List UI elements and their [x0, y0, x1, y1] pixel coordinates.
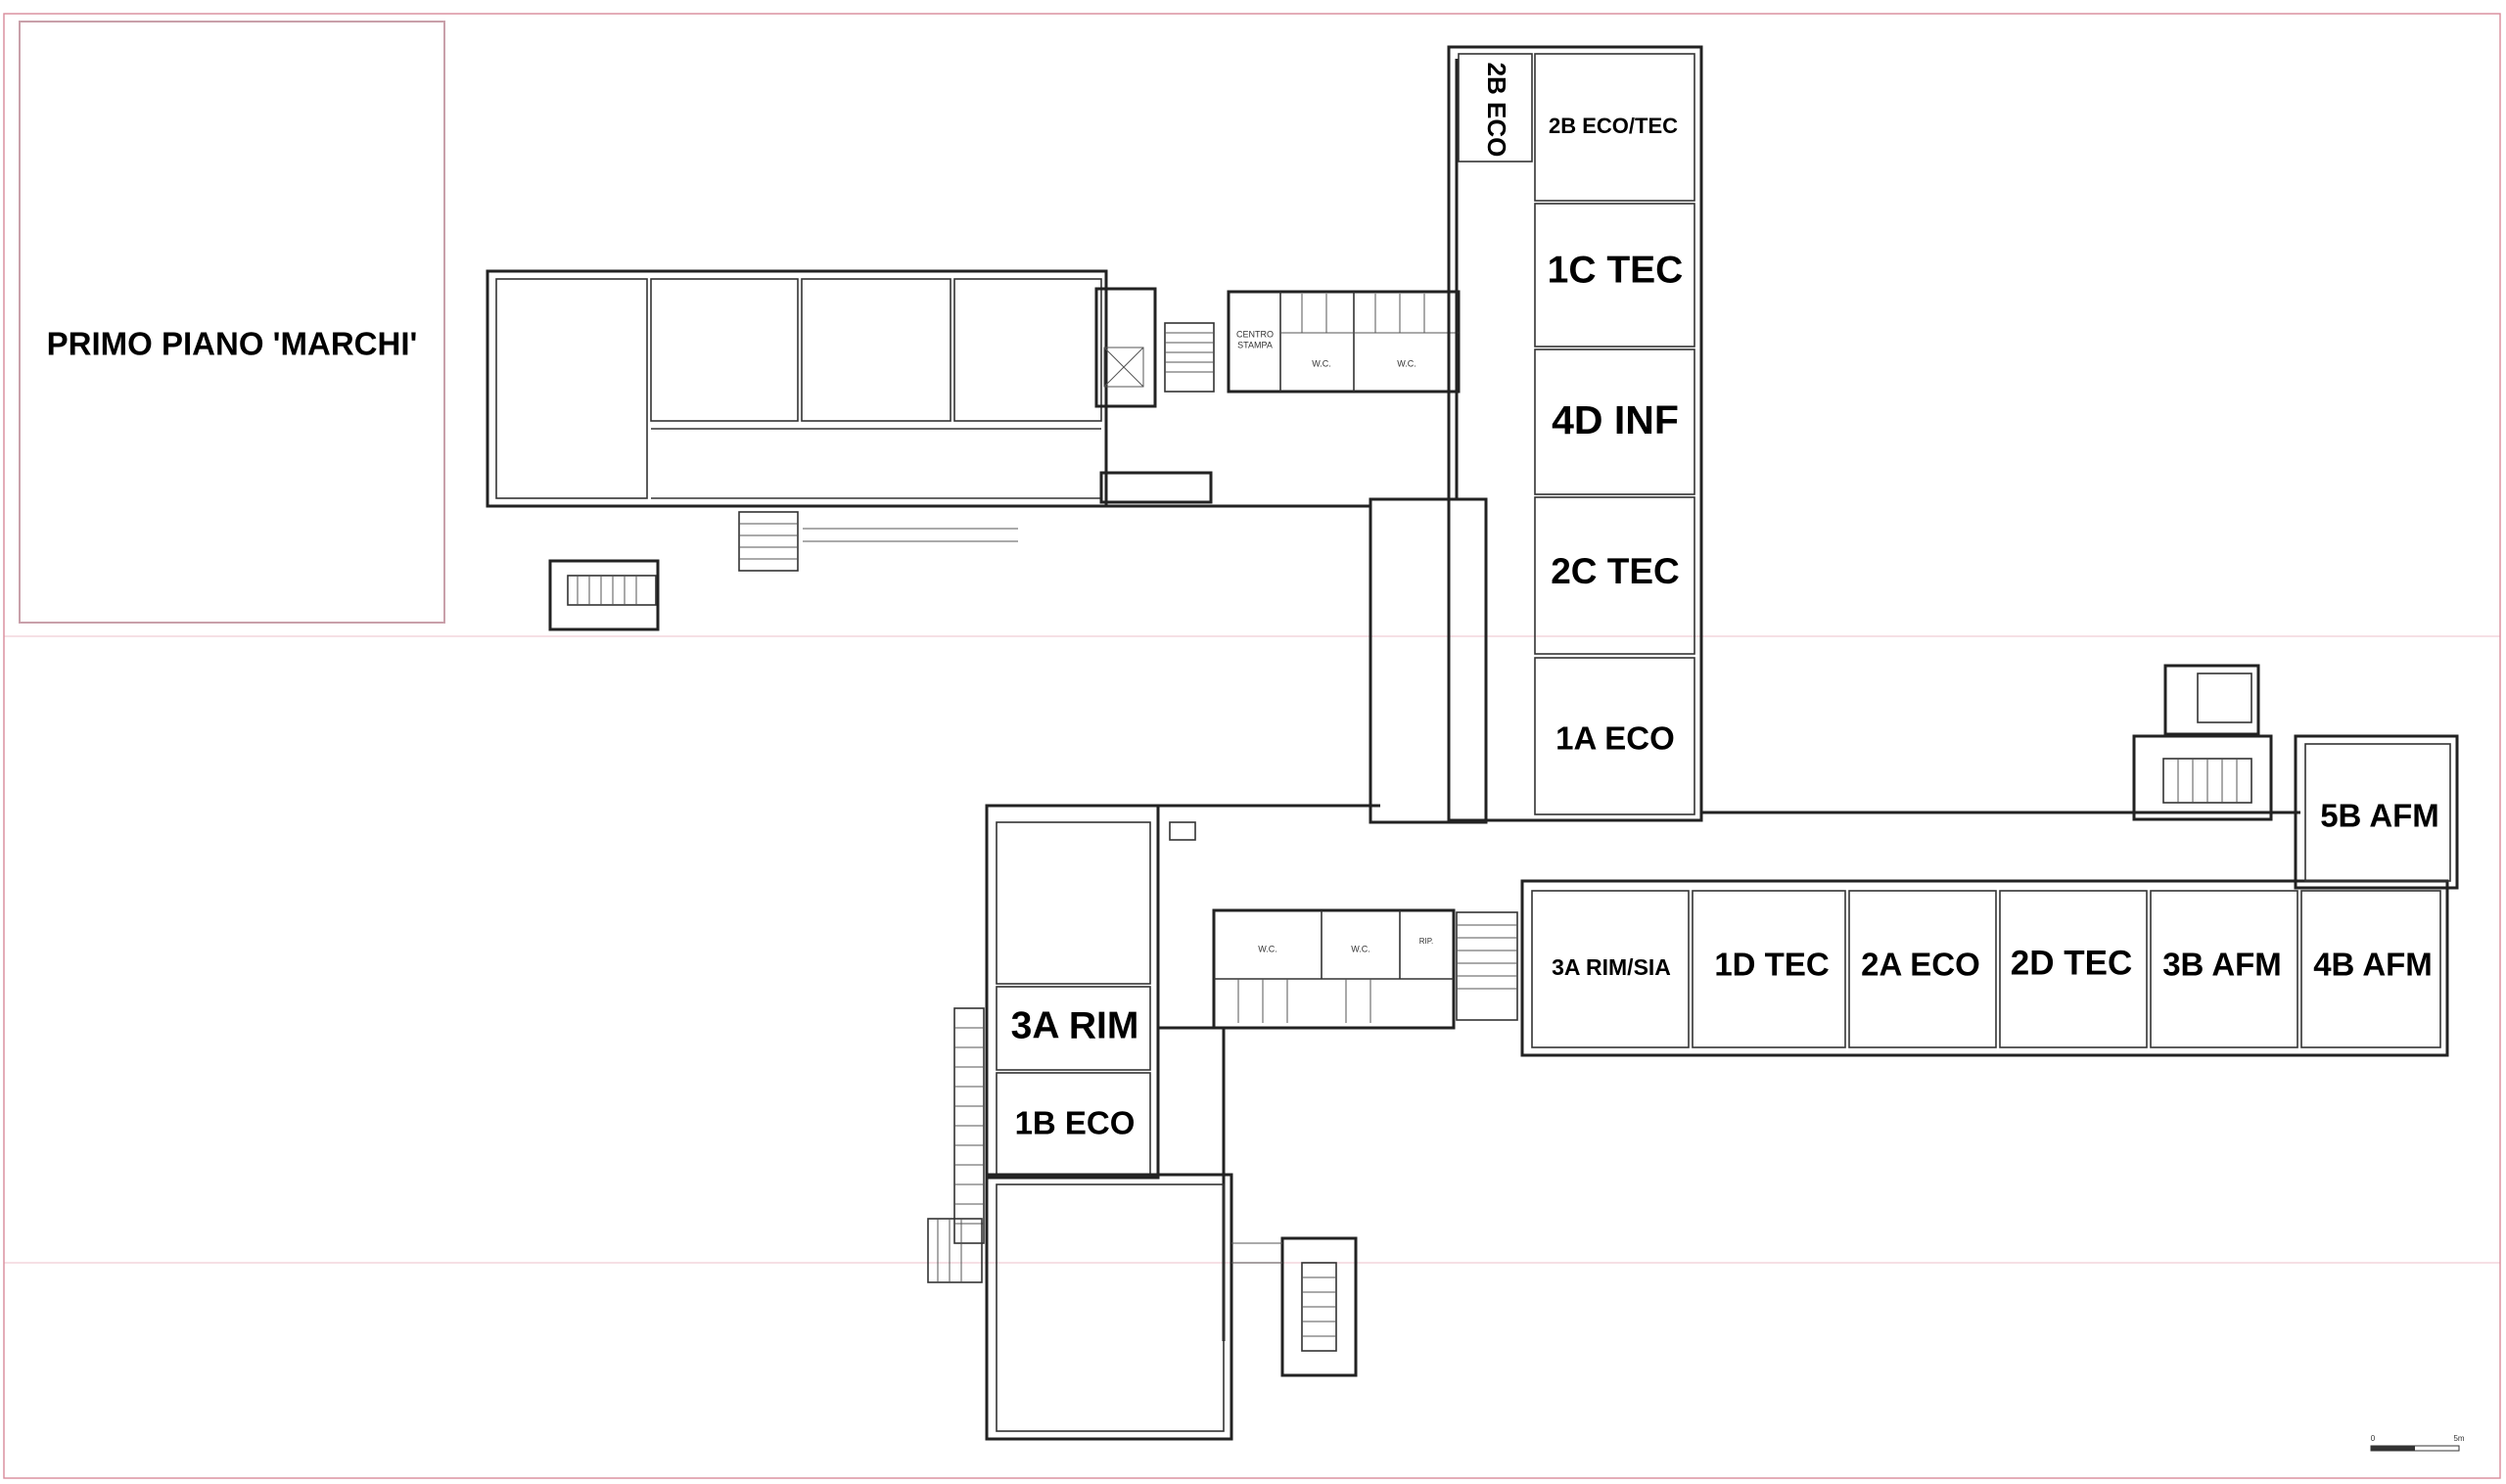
- room-label-3a-rim: 3A RIM: [1011, 1004, 1139, 1046]
- rip-label: RIP.: [1419, 937, 1434, 946]
- room-label-4d-inf: 4D INF: [1552, 397, 1679, 442]
- central-corridor: [487, 59, 1488, 841]
- room-label-3b-afm: 3B AFM: [2162, 947, 2282, 983]
- south-west-wing: [927, 804, 1358, 1441]
- room-label-5b-afm: 5B AFM: [2320, 798, 2439, 834]
- west-wing: [486, 269, 1215, 508]
- service-block-south: W.C. W.C. RIP.: [1212, 908, 1518, 1030]
- east-wing: [1520, 664, 2459, 1057]
- page-title: PRIMO PIANO 'MARCHI': [47, 326, 418, 362]
- scale-start: 0: [2371, 1434, 2376, 1443]
- wc-label: W.C.: [1351, 944, 1370, 953]
- room-label-4b-afm: 4B AFM: [2313, 947, 2433, 983]
- wc-label: W.C.: [1258, 944, 1277, 953]
- room-label-2b-eco: 2B ECO: [1482, 63, 1511, 158]
- title-block: [19, 21, 445, 624]
- room-label-1a-eco: 1A ECO: [1555, 720, 1675, 757]
- wc-label: W.C.: [1312, 358, 1331, 368]
- room-label-2b-ecotec: 2B ECO/TEC: [1549, 114, 1678, 138]
- room-label-2c-tec: 2C TEC: [1551, 551, 1680, 591]
- centro-stampa-label: CENTRO: [1236, 329, 1274, 339]
- service-block-north: CENTRO STAMPA W.C. W.C.: [1227, 290, 1461, 394]
- wc-label: W.C.: [1397, 358, 1416, 368]
- room-label-1b-eco: 1B ECO: [1015, 1105, 1136, 1141]
- centro-stampa-label: STAMPA: [1237, 340, 1273, 349]
- sheet-border: [3, 13, 2501, 1479]
- room-label-1c-tec: 1C TEC: [1548, 249, 1684, 291]
- scale-bar: 0 5m: [2370, 1434, 2465, 1452]
- north-spine: [1447, 45, 1703, 822]
- room-label-2d-tec: 2D TEC: [2011, 944, 2132, 982]
- room-label-3a-rimsia: 3A RIM/SIA: [1552, 954, 1671, 980]
- room-label-2a-eco: 2A ECO: [1861, 947, 1980, 983]
- stair-west: [548, 511, 1018, 631]
- scale-end: 5m: [2453, 1434, 2464, 1443]
- room-label-1d-tec: 1D TEC: [1714, 947, 1829, 983]
